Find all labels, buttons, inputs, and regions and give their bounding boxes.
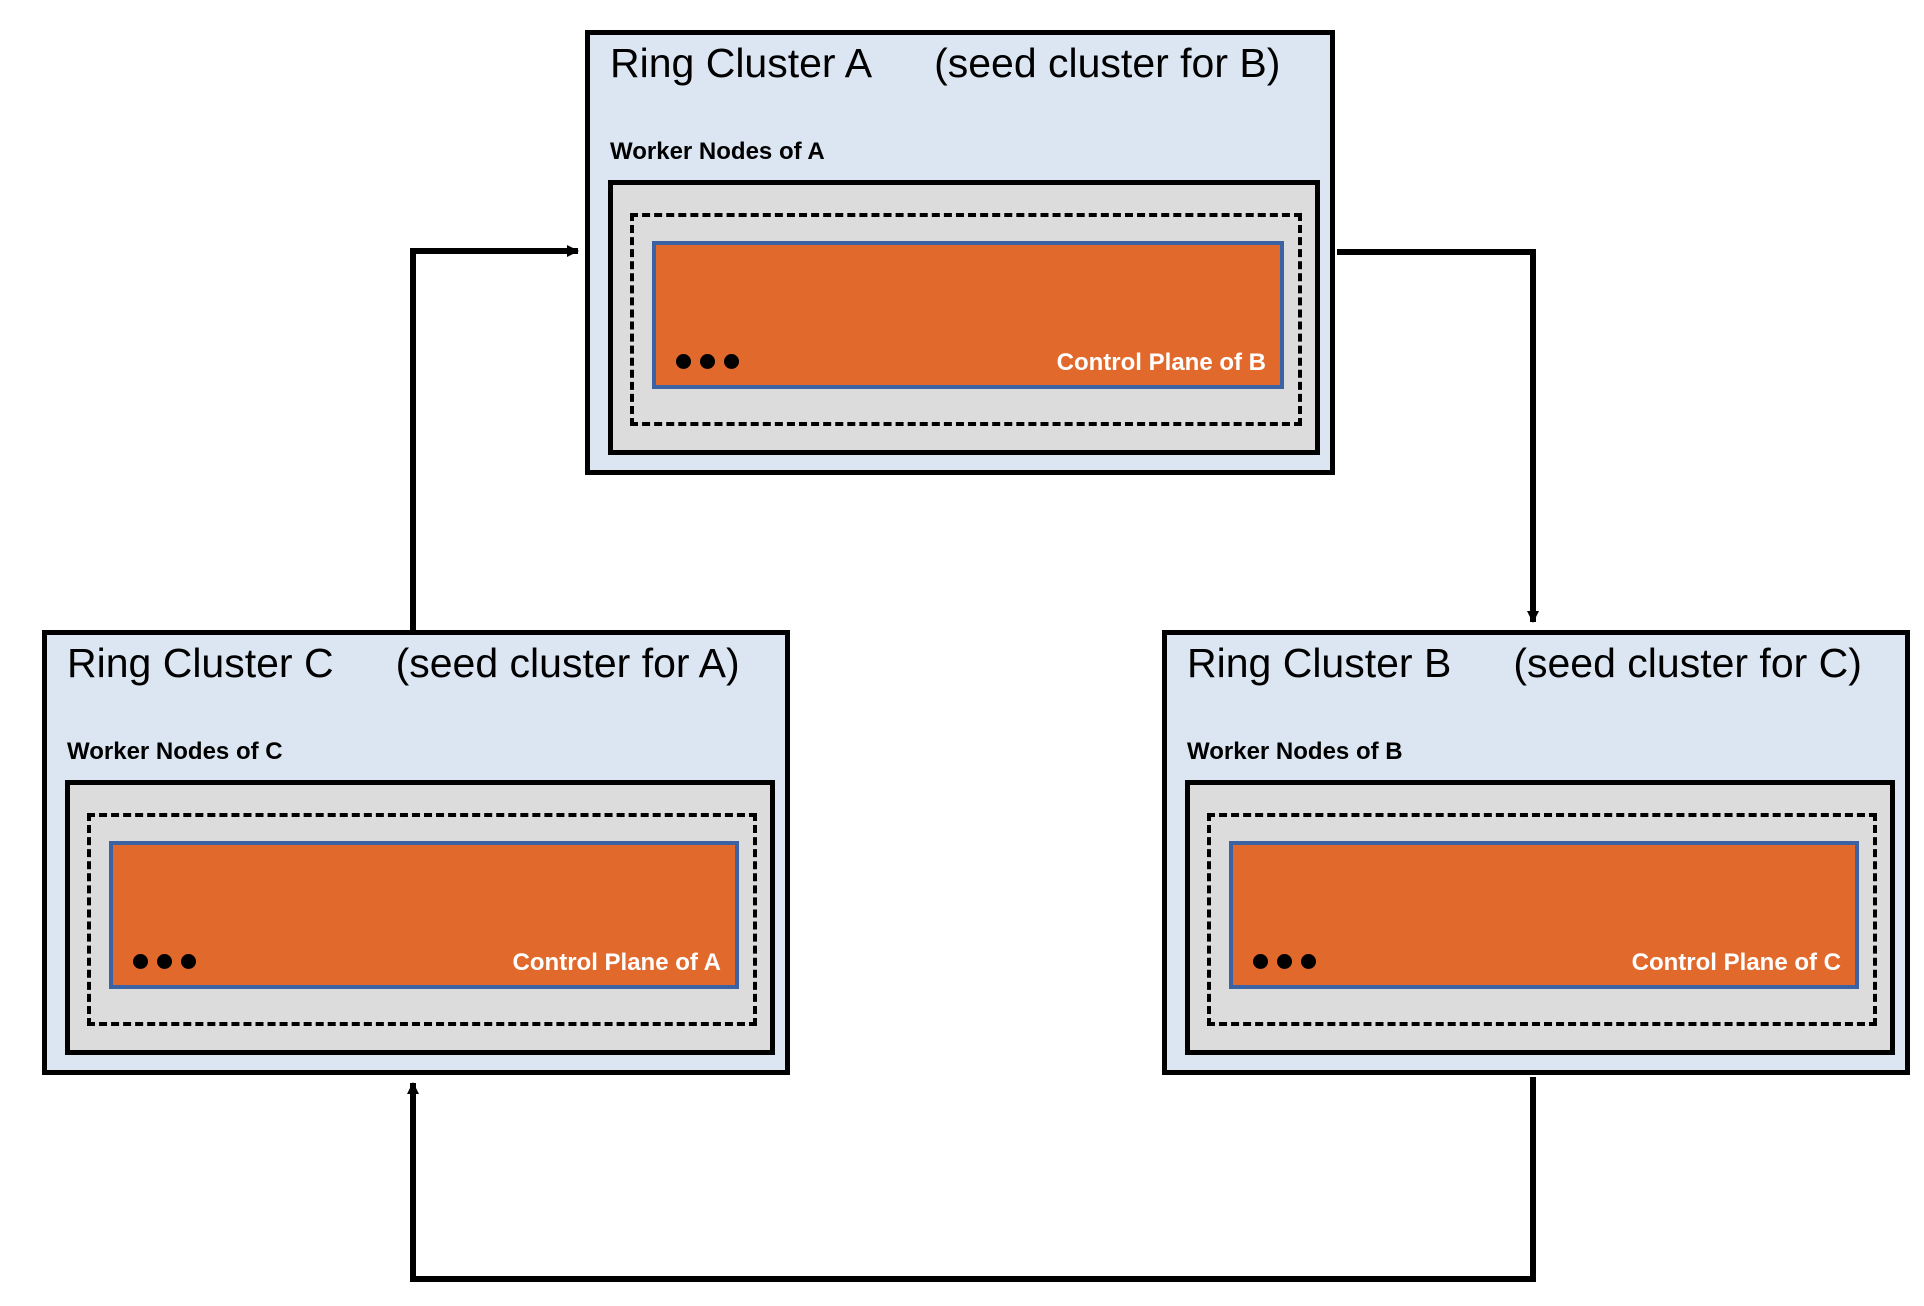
cluster-b-name: Ring Cluster B [1187,640,1452,686]
cluster-b-worker-nodes-box: Control Plane of C [1185,780,1895,1055]
cluster-c-control-plane-label: Control Plane of A [512,949,721,976]
cluster-c-seed-note: (seed cluster for A) [395,640,740,686]
cluster-a-worker-label: Worker Nodes of A [610,138,825,165]
cluster-b-worker-label: Worker Nodes of B [1187,738,1403,765]
cluster-b-seed-note: (seed cluster for C) [1513,640,1862,686]
arrow-c-to-a [410,245,579,632]
cluster-c-title: Ring Cluster C (seed cluster for A) [67,640,740,686]
cluster-a-name: Ring Cluster A [610,40,873,86]
cluster-a-seed-note: (seed cluster for B) [934,40,1281,86]
cluster-a-ellipsis-icon [676,354,739,369]
cluster-c-worker-nodes-box: Control Plane of A [65,780,775,1055]
cluster-a-control-plane-label: Control Plane of B [1056,349,1266,376]
cluster-c-control-plane-box: Control Plane of A [109,841,739,989]
cluster-b-namespace-box: Control Plane of C [1207,813,1877,1026]
ring-cluster-a: Ring Cluster A (seed cluster for B) Worke… [585,30,1335,475]
cluster-b-control-plane-box: Control Plane of C [1229,841,1859,989]
arrow-a-to-b [1337,249,1539,623]
ring-cluster-b: Ring Cluster B (seed cluster for C) Worke… [1162,630,1910,1075]
cluster-c-namespace-box: Control Plane of A [87,813,757,1026]
cluster-a-namespace-box: Control Plane of B [630,213,1302,426]
cluster-c-worker-label: Worker Nodes of C [67,738,283,765]
ring-cluster-c: Ring Cluster C (seed cluster for A) Worke… [42,630,790,1075]
cluster-b-ellipsis-icon [1253,954,1316,969]
cluster-a-title: Ring Cluster A (seed cluster for B) [610,40,1281,86]
cluster-a-worker-nodes-box: Control Plane of B [608,180,1320,455]
cluster-b-control-plane-label: Control Plane of C [1631,949,1841,976]
cluster-c-ellipsis-icon [133,954,196,969]
cluster-a-control-plane-box: Control Plane of B [652,241,1284,389]
cluster-c-name: Ring Cluster C [67,640,334,686]
cluster-b-title: Ring Cluster B (seed cluster for C) [1187,640,1862,686]
arrow-b-to-c [407,1077,1536,1282]
